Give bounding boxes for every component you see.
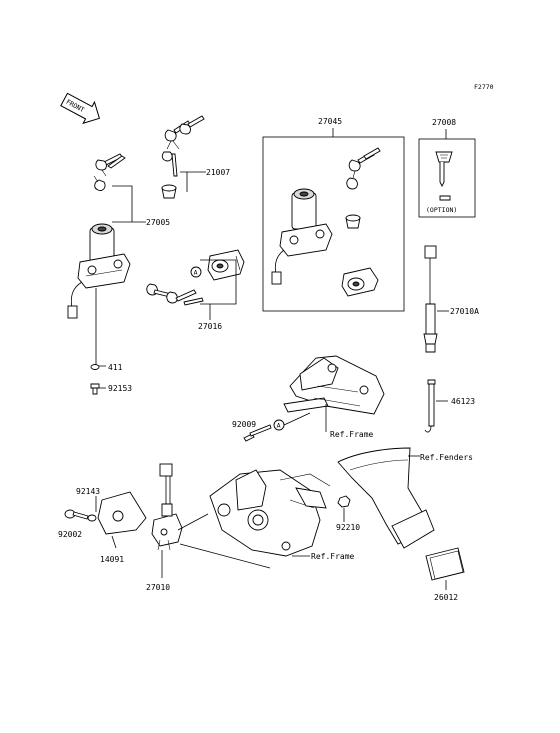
label-27005: 27005 [146, 218, 170, 227]
lock-set-27016 [146, 249, 245, 306]
label-27008: 27008 [432, 118, 456, 127]
option-label: (OPTION) [426, 206, 457, 214]
label-92210: 92210 [336, 523, 360, 532]
frame-bracket-middle [283, 355, 385, 415]
plate-26012 [425, 547, 465, 581]
fender-ref [337, 447, 435, 549]
option-box-27008: (OPTION) [418, 129, 476, 218]
bolt-92002 [64, 509, 89, 520]
ref-fenders-label: Ref.Fenders [420, 453, 473, 462]
callout-a-lower: A [273, 419, 285, 431]
label-27010A: 27010A [450, 307, 479, 316]
bolt-92153 [90, 383, 100, 395]
label-92009: 92009 [232, 420, 256, 429]
kit-box-27045 [262, 128, 405, 312]
label-46123: 46123 [451, 397, 475, 406]
svg-text:A: A [277, 422, 281, 430]
ref-frame-label-1: Ref.Frame [330, 430, 374, 439]
label-92143: 92143 [76, 487, 100, 496]
label-27016: 27016 [198, 322, 222, 331]
label-21007: 21007 [206, 168, 230, 177]
label-92153: 92153 [108, 384, 132, 393]
key-set-21007 [161, 115, 205, 199]
nut-92210 [337, 495, 351, 508]
svg-text:A: A [194, 269, 198, 277]
front-arrow-icon: FRONT [60, 92, 101, 125]
cable-46123 [424, 379, 436, 433]
label-14091: 14091 [100, 555, 124, 564]
bolt-92009 [243, 424, 272, 442]
bracket-14091 [97, 491, 147, 535]
frame-lower [209, 469, 331, 557]
washer-411 [90, 364, 100, 370]
switch-assembly-27010 [151, 463, 183, 551]
ref-frame-label-2: Ref.Frame [311, 552, 355, 561]
label-27045: 27045 [318, 117, 342, 126]
label-92002: 92002 [58, 530, 82, 539]
ignition-switch-27005 [67, 153, 131, 319]
callout-a-upper: A [190, 266, 202, 278]
figure-code: F2770 [474, 83, 494, 91]
label-411: 411 [108, 363, 123, 372]
switch-27010A [423, 245, 438, 353]
washer-92143 [87, 514, 97, 522]
label-26012: 26012 [434, 593, 458, 602]
label-27010: 27010 [146, 583, 170, 592]
